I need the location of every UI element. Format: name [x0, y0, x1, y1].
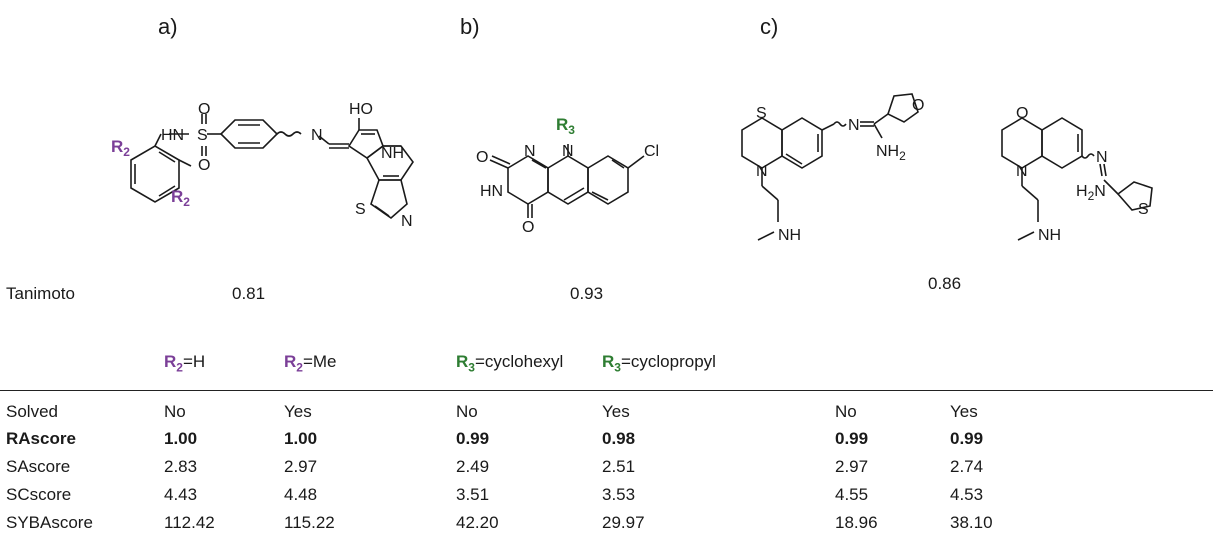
svg-text:N: N [1096, 149, 1108, 166]
table-cell: No [835, 402, 857, 421]
table-cell: 115.22 [284, 513, 335, 532]
table-cell: Yes [284, 402, 312, 421]
table-cell: 4.55 [835, 485, 869, 504]
svg-text:Cl: Cl [644, 143, 659, 160]
table-cell: Yes [602, 402, 630, 421]
svg-text:NH2: NH2 [876, 143, 906, 163]
svg-text:S: S [355, 201, 366, 218]
table-cell: 2.49 [456, 457, 490, 476]
svg-text:R2: R2 [171, 187, 190, 209]
table-cell: 3.53 [602, 485, 636, 504]
tanimoto-label: Tanimoto [6, 284, 75, 303]
svg-text:NH: NH [778, 227, 801, 244]
table-cell: 1.00 [164, 429, 198, 448]
structure-b: R3 N N O HN O Cl [476, 115, 659, 236]
svg-text:HN: HN [161, 127, 184, 144]
svg-text:NH: NH [1038, 227, 1061, 244]
table-cell: 18.96 [835, 513, 878, 532]
svg-text:O: O [198, 157, 210, 174]
table-cell: 2.51 [602, 457, 636, 476]
table-cell: 2.74 [950, 457, 984, 476]
table-cell: 29.97 [602, 513, 645, 532]
svg-text:HO: HO [349, 101, 373, 118]
svg-text:NH: NH [381, 145, 404, 162]
panel-label-a: a) [158, 14, 178, 39]
substituent-r2-h: R2=H [164, 352, 206, 375]
svg-text:HN: HN [480, 183, 503, 200]
svg-text:N: N [401, 213, 413, 230]
svg-text:N: N [848, 117, 860, 134]
table-cell: No [456, 402, 478, 421]
tanimoto-b: 0.93 [570, 284, 604, 303]
table-cell: 0.98 [602, 429, 636, 448]
table-cell: 0.99 [456, 429, 490, 448]
svg-text:O: O [1016, 105, 1028, 122]
substituent-r3-cyclohexyl: R3=cyclohexyl [456, 352, 564, 375]
svg-text:O: O [476, 149, 488, 166]
table-cell: 112.42 [164, 513, 215, 532]
svg-text:N: N [562, 143, 574, 160]
svg-text:R3: R3 [556, 115, 575, 137]
row-label: SAscore [6, 457, 71, 476]
panel-label-b: b) [460, 14, 480, 39]
row-label: SCscore [6, 485, 72, 504]
svg-text:O: O [198, 101, 210, 118]
row-label: Solved [6, 402, 58, 421]
table-cell: 0.99 [950, 429, 984, 448]
svg-text:N: N [756, 163, 768, 180]
row-label: SYBAscore [6, 513, 93, 532]
table-cell: Yes [950, 402, 978, 421]
tanimoto-c: 0.86 [928, 274, 962, 293]
table-cell: 4.53 [950, 485, 984, 504]
row-label: RAscore [6, 429, 76, 448]
table-cell: 42.20 [456, 513, 499, 532]
substituent-r2-me: R2=Me [284, 352, 337, 375]
svg-text:R2: R2 [111, 137, 130, 159]
svg-text:N: N [311, 127, 323, 144]
structure-a: R2 R2 HN S O O N HO NH S N [111, 101, 414, 230]
table-cell: 0.99 [835, 429, 869, 448]
table-cell: No [164, 402, 186, 421]
svg-text:H2N: H2N [1076, 183, 1106, 203]
table-cell: 1.00 [284, 429, 318, 448]
table-cell: 3.51 [456, 485, 490, 504]
panel-label-c: c) [760, 14, 779, 39]
table-rule [0, 390, 1213, 391]
svg-text:S: S [1138, 201, 1149, 218]
table-cell: 38.10 [950, 513, 993, 532]
substituent-r3-cyclopropyl: R3=cyclopropyl [602, 352, 716, 375]
table-cell: 2.83 [164, 457, 198, 476]
svg-text:S: S [197, 127, 208, 144]
svg-text:N: N [524, 143, 536, 160]
svg-text:N: N [1016, 163, 1028, 180]
svg-text:O: O [522, 219, 534, 236]
structure-c: S N N NH2 O NH O N N H2N NH S [741, 93, 1153, 244]
tanimoto-a: 0.81 [232, 284, 266, 303]
svg-text:O: O [912, 97, 924, 114]
table-cell: 4.43 [164, 485, 198, 504]
table-cell: 2.97 [835, 457, 869, 476]
table-cell: 4.48 [284, 485, 318, 504]
svg-text:S: S [756, 105, 767, 122]
table-cell: 2.97 [284, 457, 318, 476]
